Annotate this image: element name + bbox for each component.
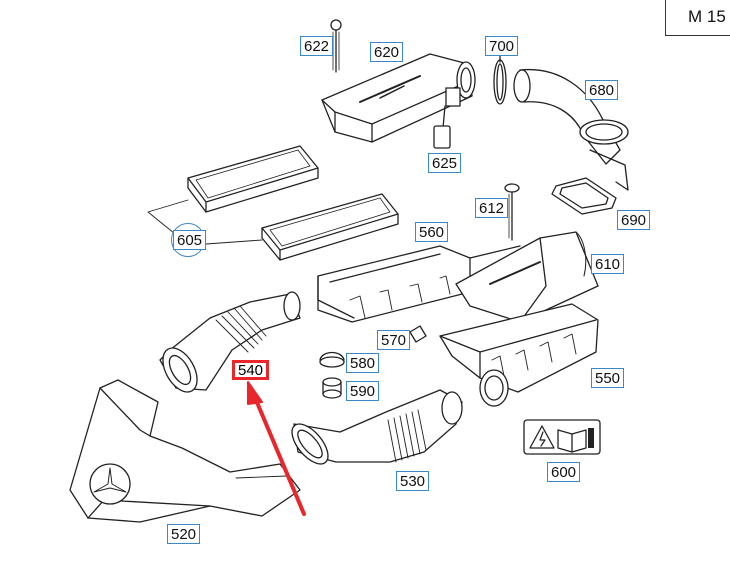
read-manual-icon xyxy=(557,429,587,453)
bolt-612 xyxy=(504,183,520,241)
housing-550 xyxy=(439,303,599,407)
part-label-550[interactable]: 550 xyxy=(591,368,625,388)
part-label-610[interactable]: 610 xyxy=(591,254,625,274)
highlight-arrow xyxy=(247,381,306,516)
warning-label-600 xyxy=(523,419,601,455)
part-label-680[interactable]: 680 xyxy=(585,80,619,100)
part-label-622[interactable]: 622 xyxy=(300,36,334,56)
intake-duct-530 xyxy=(291,389,463,465)
part-label-520[interactable]: 520 xyxy=(167,524,201,544)
part-label-590[interactable]: 590 xyxy=(346,381,380,401)
clip-625 xyxy=(433,105,451,149)
part-label-580[interactable]: 580 xyxy=(346,353,380,373)
electric-shock-warning-icon xyxy=(529,425,555,449)
part-label-700[interactable]: 700 xyxy=(485,36,519,56)
part-label-625[interactable]: 625 xyxy=(428,153,462,173)
part-label-620[interactable]: 620 xyxy=(370,42,404,62)
part-label-605[interactable]: 605 xyxy=(173,230,207,250)
part-label-530[interactable]: 530 xyxy=(396,471,430,491)
part-label-690[interactable]: 690 xyxy=(617,210,651,230)
sheet-reference-box: M 15 xyxy=(665,0,730,36)
part-label-600[interactable]: 600 xyxy=(547,462,581,482)
clamp-580 xyxy=(319,351,345,368)
hose-clamp-700 xyxy=(493,55,507,105)
cover-610 xyxy=(455,231,599,323)
part-label-612[interactable]: 612 xyxy=(475,198,509,218)
part-label-540-highlighted[interactable]: 540 xyxy=(232,360,270,380)
seal-690 xyxy=(551,177,617,215)
part-label-570[interactable]: 570 xyxy=(377,330,411,350)
bushing-590 xyxy=(322,377,342,399)
bracket-570 xyxy=(409,325,427,343)
upper-intake-housing-620 xyxy=(321,53,476,143)
engine-cover-520 xyxy=(69,379,301,523)
part-label-560[interactable]: 560 xyxy=(415,222,449,242)
intake-hose-680 xyxy=(513,68,629,191)
intake-duct-540 xyxy=(159,291,301,393)
